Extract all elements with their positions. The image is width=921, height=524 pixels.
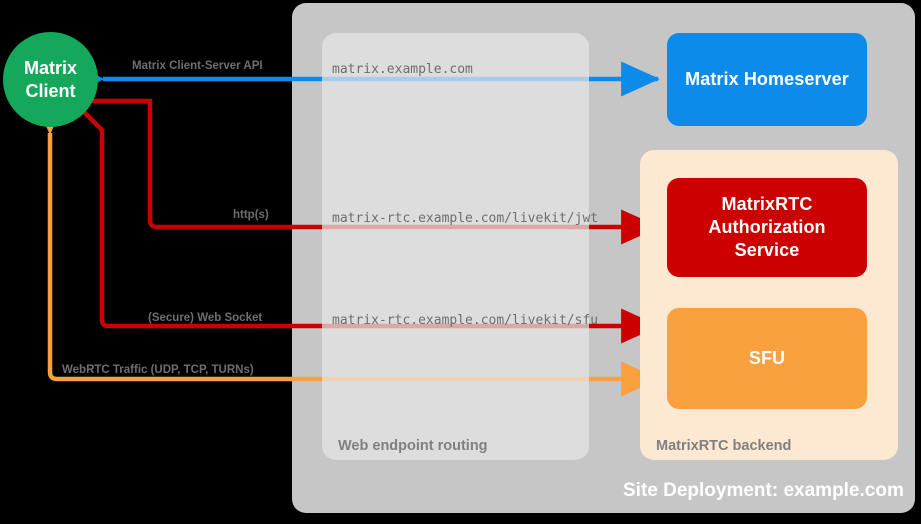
sfu-label: SFU (748, 347, 786, 368)
auth-service-label-line2: Authorization (708, 216, 826, 237)
auth-service-label-line1: MatrixRTC (721, 193, 813, 214)
flow-https (51, 83, 660, 245)
endpoint-label-livekit-sfu: matrix-rtc.example.com/livekit/sfu (332, 313, 599, 328)
node-sfu[interactable]: SFU (667, 308, 867, 409)
node-matrixrtc-authorization-service[interactable]: MatrixRTC Authorization Service (667, 178, 867, 277)
endpoint-label-livekit-jwt: matrix-rtc.example.com/livekit/jwt (332, 211, 599, 226)
matrix-client-label-line1: Matrix (23, 58, 77, 79)
caption-site-deployment: Site Deployment: example.com (623, 480, 904, 501)
matrix-client-label-line2: Client (25, 80, 76, 101)
flow-label-websocket: (Secure) Web Socket (148, 312, 263, 324)
flow-label-webrtc: WebRTC Traffic (UDP, TCP, TURNs) (62, 364, 254, 376)
flow-websocket (39, 67, 660, 344)
node-matrix-homeserver[interactable]: Matrix Homeserver (667, 33, 867, 126)
endpoint-label-matrix: matrix.example.com (332, 62, 473, 77)
flow-label-client-server-api: Matrix Client-Server API (132, 60, 263, 72)
flow-webrtc-traffic (32, 96, 660, 397)
caption-web-endpoint-routing: Web endpoint routing (338, 438, 488, 454)
node-matrix-client[interactable]: Matrix Client (3, 32, 98, 127)
auth-service-label-line3: Service (734, 240, 800, 261)
flow-label-https: http(s) (233, 209, 269, 221)
caption-matrixrtc-backend: MatrixRTC backend (656, 438, 792, 454)
matrix-homeserver-label: Matrix Homeserver (685, 68, 849, 89)
web-endpoint-routing-container (322, 33, 589, 460)
